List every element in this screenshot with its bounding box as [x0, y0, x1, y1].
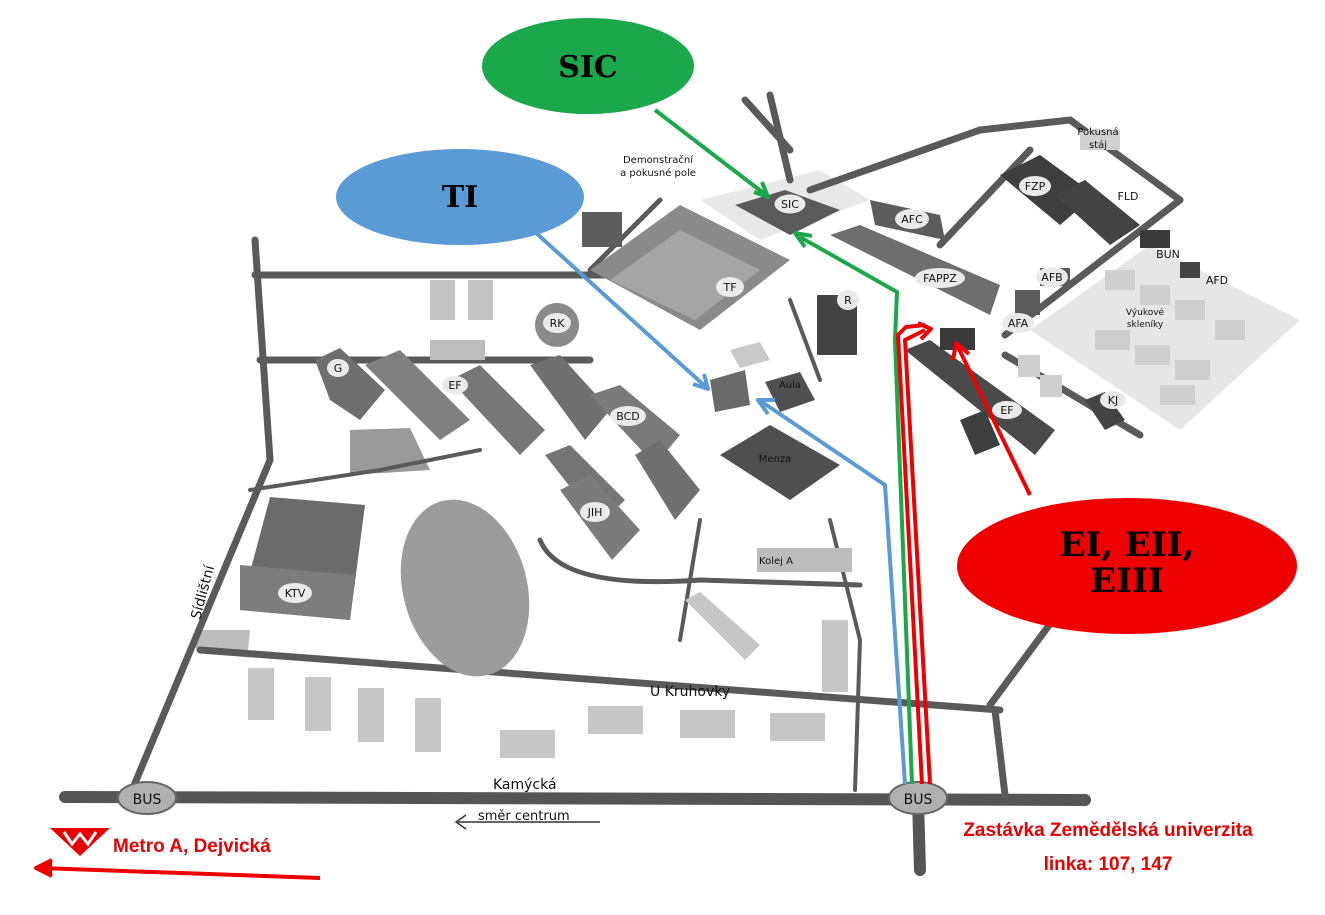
building-kolej-a — [757, 548, 852, 572]
building-ef2 — [905, 340, 1055, 455]
label-jih: JIH — [587, 506, 603, 519]
route-blue — [760, 400, 907, 785]
stop-name-label: Zastávka Zemědělská univerzita — [963, 820, 1253, 841]
label-fappz: FAPPZ — [923, 272, 957, 285]
routes — [34, 108, 1032, 880]
callout-ei-label-2: EIII — [1090, 561, 1164, 601]
callout-ei-label-1: EI, EII, — [1059, 525, 1194, 565]
label-menza: Menza — [759, 454, 792, 465]
label-fld: FLD — [1118, 190, 1139, 203]
label-bun: BUN — [1156, 248, 1180, 261]
building-afa — [1015, 290, 1040, 315]
building-aula — [765, 372, 815, 412]
building-fld — [1055, 180, 1140, 245]
label-bcd: BCD — [616, 410, 640, 423]
label-pokusna-staj-2: stáj — [1089, 139, 1107, 151]
label-ktv: KTV — [285, 587, 306, 600]
building-kj — [1085, 392, 1125, 430]
label-aula: Aula — [779, 380, 801, 391]
label-vyukove-1: Výukové — [1126, 307, 1165, 318]
bus-stop-east-marker — [888, 781, 948, 815]
direction-arrow-icon — [454, 814, 600, 830]
label-rk: RK — [550, 317, 566, 330]
building-fappz — [830, 225, 1000, 315]
building-menza — [720, 425, 840, 500]
label-demonstracni-1: Demonstrační — [623, 154, 694, 166]
callout-ti-label: TI — [442, 180, 478, 215]
bus-stop-west-marker — [117, 781, 177, 815]
running-track — [400, 499, 530, 677]
metro-label: Metro A, Dejvická — [113, 836, 271, 857]
label-kj: KJ — [1108, 394, 1118, 407]
building-labels: SIC AFC FAPPZ AFB AFA FZP FLD BUN AFD Po… — [278, 126, 1228, 603]
label-afd: AFD — [1206, 274, 1228, 287]
label-demonstracni-2: a pokusné pole — [620, 167, 696, 179]
label-vyukove-2: skleníky — [1127, 320, 1164, 330]
label-afc: AFC — [901, 213, 923, 226]
metro-legend: Metro A, Dejvická — [50, 828, 271, 857]
bus-stops: BUS BUS — [117, 781, 948, 815]
callout-ei: EI, EII, EIII — [957, 498, 1297, 634]
bus-stop-east-label: BUS — [904, 792, 933, 808]
label-tf: TF — [722, 281, 736, 294]
stop-legend: Zastávka Zemědělská univerzita linka: 10… — [963, 820, 1253, 875]
label-ef2: EF — [1000, 404, 1013, 417]
route-red — [903, 328, 932, 785]
label-afb: AFB — [1041, 271, 1062, 284]
label-r: R — [844, 294, 852, 307]
building-bun — [1140, 230, 1170, 248]
roads — [59, 91, 1184, 876]
street-kamycka: Kamýcká — [493, 777, 557, 793]
route-green — [799, 235, 914, 785]
label-fzp: FZP — [1025, 180, 1046, 193]
building-ef — [365, 350, 470, 440]
label-pokusna-staj-1: Pokusná — [1077, 126, 1118, 138]
label-sic: SIC — [781, 198, 799, 211]
label-kolej-a: Kolej A — [759, 556, 793, 567]
label-ef: EF — [448, 379, 461, 392]
street-smer-centrum: směr centrum — [478, 809, 570, 824]
callout-sic: SIC — [482, 18, 694, 114]
street-u-kruhovky: U Kruhovky — [650, 684, 730, 700]
stop-lines-label: linka: 107, 147 — [1044, 854, 1173, 875]
buildings — [240, 130, 1245, 758]
bus-stop-west-label: BUS — [133, 792, 162, 808]
callout-ti: TI — [336, 149, 584, 245]
label-g: G — [334, 362, 343, 375]
label-afa: AFA — [1008, 317, 1029, 330]
callout-sic-label: SIC — [558, 50, 618, 85]
